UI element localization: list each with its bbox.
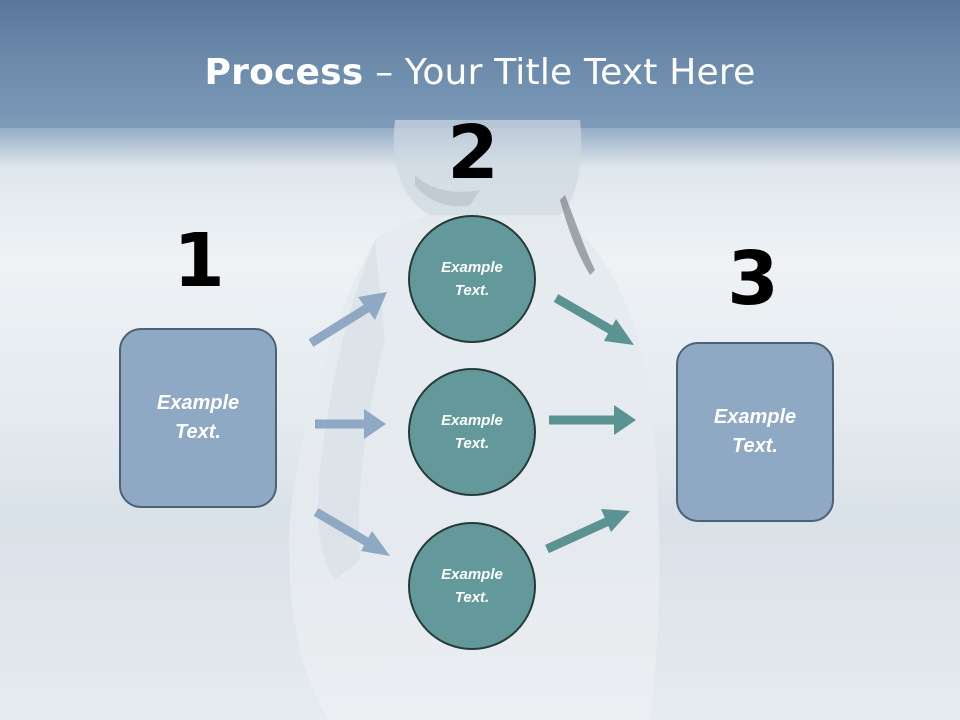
step-number-1: 1 bbox=[173, 218, 225, 304]
title-rest: – Your Title Text Here bbox=[363, 52, 756, 93]
header-band bbox=[0, 0, 960, 128]
process-circle-bottom: Example Text. bbox=[408, 522, 536, 650]
right-process-box: Example Text. bbox=[676, 342, 834, 522]
arrow-top-to-right bbox=[553, 294, 634, 345]
arrow-left-to-middle bbox=[315, 409, 386, 439]
process-circle-top: Example Text. bbox=[408, 215, 536, 343]
arrow-left-to-bottom bbox=[313, 508, 390, 556]
title-bold: Process bbox=[204, 52, 364, 93]
process-circle-middle: Example Text. bbox=[408, 368, 536, 496]
left-process-box: Example Text. bbox=[119, 328, 277, 508]
step-number-2: 2 bbox=[447, 110, 499, 196]
arrow-middle-to-right bbox=[549, 405, 636, 435]
step-number-3: 3 bbox=[727, 236, 779, 322]
arrow-bottom-to-right bbox=[545, 509, 630, 554]
slide-title: Process – Your Title Text Here bbox=[0, 52, 960, 93]
arrow-left-to-top bbox=[308, 292, 387, 347]
